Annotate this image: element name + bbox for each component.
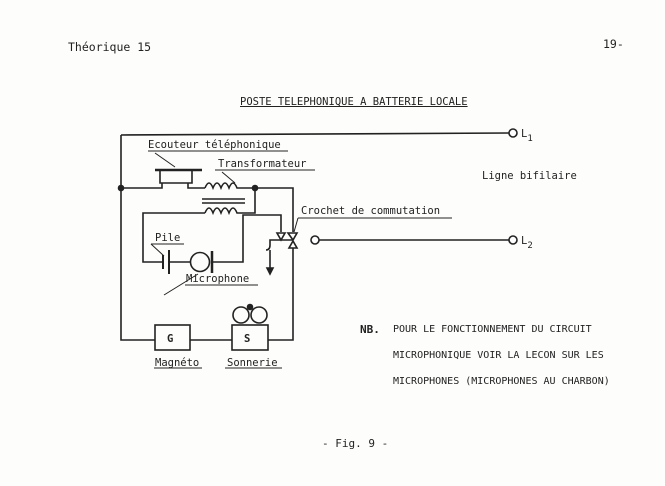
transformer-symbol xyxy=(202,182,245,216)
transformer-label: Transformateur xyxy=(218,158,307,170)
microphone-symbol xyxy=(189,251,214,273)
junction-dot xyxy=(251,184,259,192)
note-prefix: NB. xyxy=(360,323,380,336)
line-label: Ligne bifilaire xyxy=(482,170,577,182)
terminal-l2 xyxy=(508,235,518,245)
label-leaders xyxy=(148,150,452,369)
l2-label: L2 xyxy=(521,235,533,251)
battery-label: Pile xyxy=(155,232,180,244)
earphone-symbol xyxy=(155,168,202,184)
diagram-title: POSTE TELEPHONIQUE A BATTERIE LOCALE xyxy=(240,96,468,108)
note-line: POUR LE FONCTIONNEMENT DU CIRCUIT xyxy=(393,324,592,335)
ringer-label: Sonnerie xyxy=(227,357,278,369)
bell-icon xyxy=(232,303,268,324)
magneto-letter: G xyxy=(167,333,173,345)
earphone-label: Ecouteur téléphonique xyxy=(148,139,281,151)
microphone-label: Microphone xyxy=(186,273,249,285)
note-line: MICROPHONIQUE VOIR LA LECON SUR LES xyxy=(393,350,604,361)
hook-switch-symbol xyxy=(265,232,299,276)
header-page-number: 19- xyxy=(603,37,624,51)
hook-switch-label: Crochet de commutation xyxy=(301,205,440,217)
battery-symbol xyxy=(162,250,190,274)
junction-dot xyxy=(117,184,125,192)
terminal-switch xyxy=(310,235,320,245)
ringer-box xyxy=(231,324,269,351)
header-left: Théorique 15 xyxy=(68,40,152,54)
note-line: MICROPHONES (MICROPHONES AU CHARBON) xyxy=(393,376,610,387)
ringer-letter: S xyxy=(244,333,250,345)
figure-caption: - Fig. 9 - xyxy=(322,437,389,450)
magneto-box xyxy=(154,324,191,351)
magneto-label: Magnéto xyxy=(155,357,199,369)
terminal-l1 xyxy=(508,128,518,138)
l1-label: L1 xyxy=(521,128,533,144)
